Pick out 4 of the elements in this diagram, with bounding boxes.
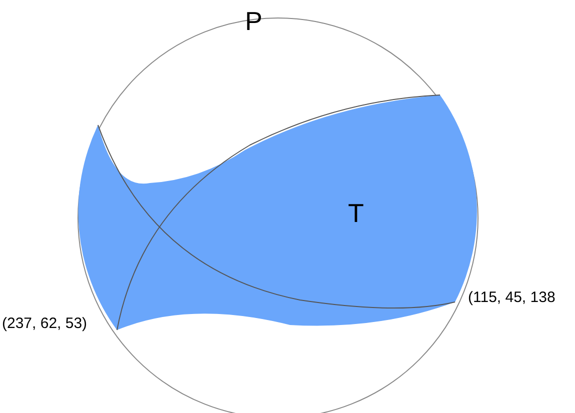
axis-label: T <box>348 200 364 226</box>
plane-label: (237, 62, 53) <box>2 316 88 331</box>
axis-label: P <box>245 8 262 34</box>
plane-label: (115, 45, 138 <box>468 290 556 305</box>
